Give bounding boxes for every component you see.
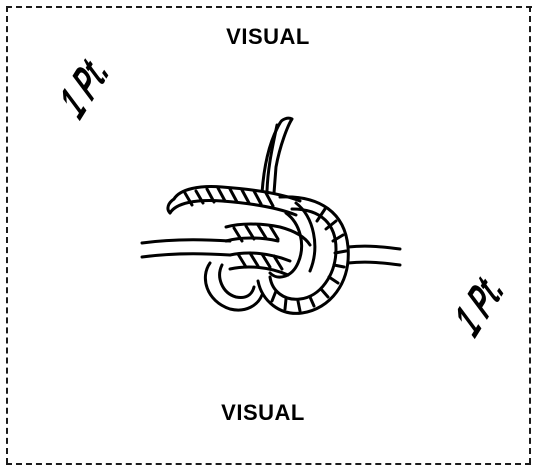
visual-label-bottom: VISUAL	[0, 400, 533, 426]
knot-icon	[130, 105, 420, 335]
knot-illustration	[130, 105, 420, 335]
card-frame-right-edge	[529, 6, 531, 464]
card-frame-bottom-edge	[6, 463, 531, 465]
